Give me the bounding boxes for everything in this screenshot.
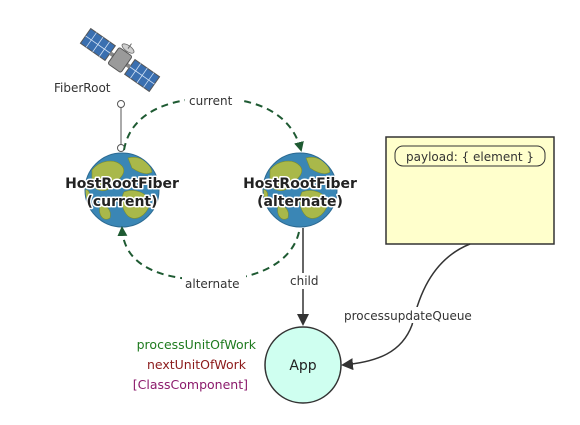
alternate-label: alternate: [185, 277, 240, 291]
app-node: [264, 326, 342, 404]
earth-globe-icon: [84, 152, 160, 228]
alternate-label-bg: [182, 275, 246, 291]
child-label-bg: [287, 273, 323, 289]
alternate-arrow: [117, 226, 300, 282]
earth-globe-icon: [262, 152, 338, 228]
host-current-subtitle: (current): [86, 194, 157, 210]
payload-text: payload: { element }: [406, 150, 534, 164]
child-label: child: [290, 274, 319, 288]
host-alternate-title: HostRootFiber: [243, 176, 357, 192]
fiber-root-label: FiberRoot: [54, 81, 111, 95]
current-label: current: [189, 94, 233, 108]
process-update-queue-label: processupdateQueue: [344, 309, 472, 323]
legend-next-unit: nextUnitOfWork: [147, 357, 247, 372]
host-alternate-subtitle: (alternate): [257, 194, 343, 210]
process-update-queue-label-bg: [341, 307, 471, 323]
legend-process-unit: processUnitOfWork: [137, 337, 257, 352]
fiber-root-connector: [117, 100, 125, 152]
host-current-title: HostRootFiber: [65, 176, 179, 192]
payload-field: [394, 145, 546, 167]
current-label-bg: [185, 93, 241, 109]
legend-class-component: [ClassComponent]: [133, 377, 248, 392]
satellite-icon: [79, 27, 161, 93]
app-label: App: [289, 358, 316, 374]
process-update-queue-arrow: [341, 243, 471, 371]
